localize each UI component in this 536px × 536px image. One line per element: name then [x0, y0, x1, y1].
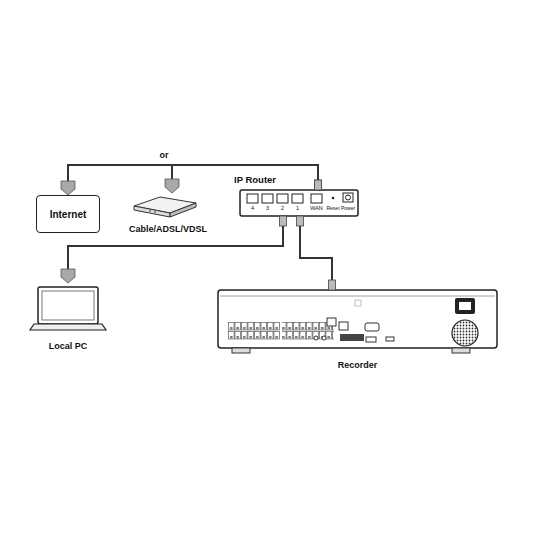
node-label: Internet — [50, 209, 87, 220]
alternative-note: or — [160, 151, 169, 160]
laptop-drawing — [30, 287, 106, 330]
node-label: Recorder — [338, 360, 378, 370]
port-name: Power — [341, 206, 355, 211]
router-drawing — [240, 190, 358, 216]
cable-connector — [165, 165, 322, 193]
modem-device: Cable/ADSL/VDSL — [112, 190, 224, 236]
port-number: 4 — [251, 206, 254, 212]
port-number: 2 — [281, 206, 284, 212]
button-name: Reset — [326, 206, 339, 211]
port-number: 3 — [266, 206, 269, 212]
node-label: Cable/ADSL/VDSL — [129, 224, 207, 234]
node-label: Local PC — [49, 341, 88, 351]
node-label: IP Router — [234, 174, 276, 185]
recorder-drawing — [218, 290, 497, 353]
cable-connector — [61, 165, 322, 195]
recorder-device: Recorder — [214, 288, 501, 372]
port-number: 1 — [296, 206, 299, 212]
cable-connector — [297, 216, 336, 290]
cloud-box: Internet — [36, 195, 100, 233]
port-name: WAN — [310, 206, 323, 212]
modem-drawing — [134, 197, 196, 217]
laptop-device: Local PC — [22, 283, 114, 353]
